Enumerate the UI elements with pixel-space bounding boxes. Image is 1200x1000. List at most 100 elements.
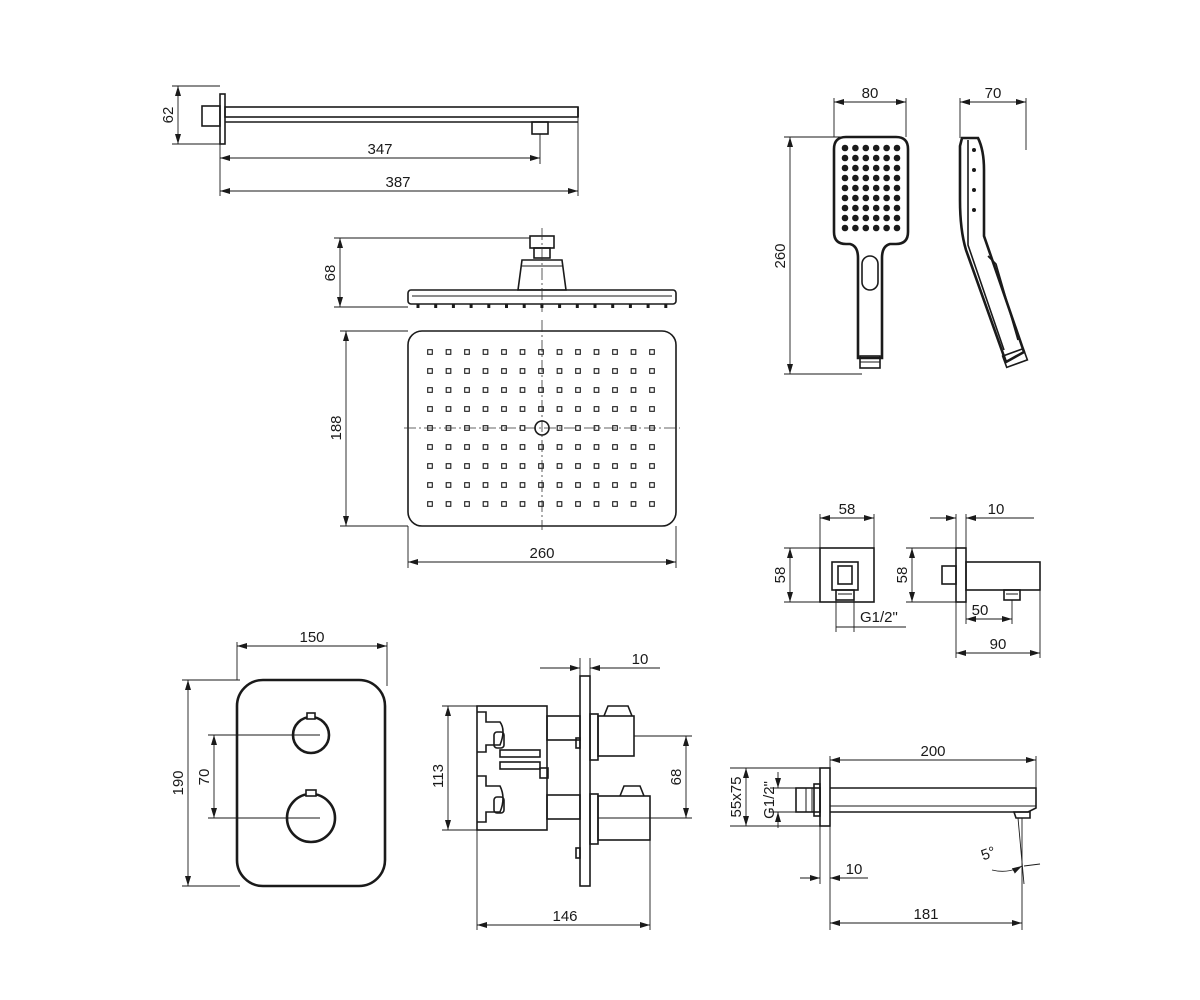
spray-hole: [852, 174, 859, 182]
thermostat-height-label: 190: [170, 770, 187, 795]
arm-reach-label: 347: [367, 141, 392, 158]
spray-hole: [841, 214, 849, 222]
spray-hole: [862, 224, 870, 232]
nozzle: [427, 482, 433, 488]
spout-thread-label: G1/2": [761, 781, 778, 819]
spray-hole: [883, 194, 890, 202]
nozzle: [445, 501, 452, 507]
hand-depth-label: 70: [985, 85, 1002, 102]
outlet-reach-label: 50: [972, 602, 989, 619]
spray-hole: [852, 214, 859, 222]
spray-hole: [893, 174, 901, 182]
nozzle: [501, 501, 507, 507]
spray-hole: [862, 184, 870, 192]
nozzle: [575, 406, 581, 412]
nozzle: [649, 387, 655, 393]
nozzle: [464, 444, 470, 450]
spray-hole: [852, 194, 859, 202]
spray-hole: [841, 204, 849, 212]
nozzle: [593, 406, 600, 412]
nozzle: [464, 482, 470, 488]
nozzle: [538, 406, 544, 412]
outlet-depth-label: 90: [990, 636, 1007, 653]
nozzle: [593, 482, 600, 488]
nozzle: [575, 482, 581, 488]
spray-hole: [852, 154, 859, 162]
nozzle: [630, 406, 637, 412]
nozzle: [575, 368, 581, 374]
wall-outlet-side-view: 10 58 50 90: [894, 501, 1041, 658]
nozzle: [464, 349, 470, 355]
nozzle: [519, 368, 526, 374]
head-height-label: 68: [322, 265, 339, 282]
nozzle-tip: [469, 304, 473, 308]
nozzle: [482, 387, 489, 393]
nozzle: [445, 349, 452, 355]
nozzle: [612, 406, 618, 412]
spray-hole: [883, 204, 890, 212]
spout-plate-label: 55x75: [728, 777, 745, 818]
nozzle: [630, 463, 637, 469]
spray-hole: [872, 204, 880, 212]
nozzle: [593, 349, 600, 355]
thermostat-side-view: 10 113 68 146: [430, 651, 692, 930]
nozzle-tip: [416, 304, 420, 308]
arm-height-label: 62: [160, 107, 177, 124]
nozzle: [593, 368, 600, 374]
spray-hole: [841, 194, 849, 202]
spray-hole: [893, 184, 901, 192]
thermostat-side-spacing-label: 68: [668, 769, 685, 786]
nozzle: [556, 444, 563, 450]
nozzle: [482, 501, 489, 507]
nozzle: [612, 482, 618, 488]
nozzle: [649, 406, 655, 412]
nozzle: [464, 463, 470, 469]
spray-hole: [883, 174, 890, 182]
spray-hole: [841, 164, 849, 172]
nozzle: [593, 463, 600, 469]
nozzle: [538, 387, 544, 393]
spray-hole: [872, 184, 880, 192]
nozzle: [538, 368, 544, 374]
nozzle: [538, 349, 544, 355]
nozzle: [482, 463, 489, 469]
spray-hole: [893, 164, 901, 172]
spray-hole: [862, 174, 870, 182]
spray-hole: [872, 144, 880, 152]
nozzle: [556, 387, 563, 393]
nozzle: [556, 501, 563, 507]
spray-hole: [862, 214, 870, 222]
nozzle: [575, 349, 581, 355]
nozzle: [649, 444, 655, 450]
spray-hole: [883, 144, 890, 152]
nozzle: [556, 406, 563, 412]
nozzle: [630, 501, 637, 507]
spray-hole: [841, 154, 849, 162]
nozzle: [501, 387, 507, 393]
nozzle-tip: [611, 304, 615, 308]
nozzle-tip: [664, 304, 668, 308]
nozzle: [538, 463, 544, 469]
spray-hole: [841, 144, 849, 152]
nozzle: [501, 368, 507, 374]
spray-hole: [862, 194, 870, 202]
spray-hole: [841, 174, 849, 182]
nozzle: [519, 501, 526, 507]
nozzle: [556, 368, 563, 374]
nozzle: [593, 501, 600, 507]
spout-view: 200 55x75 G1/2" 10 181 5°: [728, 743, 1041, 930]
nozzle: [445, 368, 452, 374]
spray-hole: [862, 164, 870, 172]
hand-length-label: 260: [772, 243, 789, 268]
nozzle: [612, 368, 618, 374]
outlet-height-label: 58: [772, 567, 789, 584]
outlet-thread-label: G1/2": [860, 609, 898, 626]
spray-hole: [893, 194, 901, 202]
nozzle: [427, 406, 433, 412]
nozzle-tip: [434, 304, 438, 308]
nozzle: [612, 349, 618, 355]
nozzle-tip: [540, 304, 544, 308]
nozzle: [482, 349, 489, 355]
nozzle: [556, 463, 563, 469]
nozzle: [501, 444, 507, 450]
